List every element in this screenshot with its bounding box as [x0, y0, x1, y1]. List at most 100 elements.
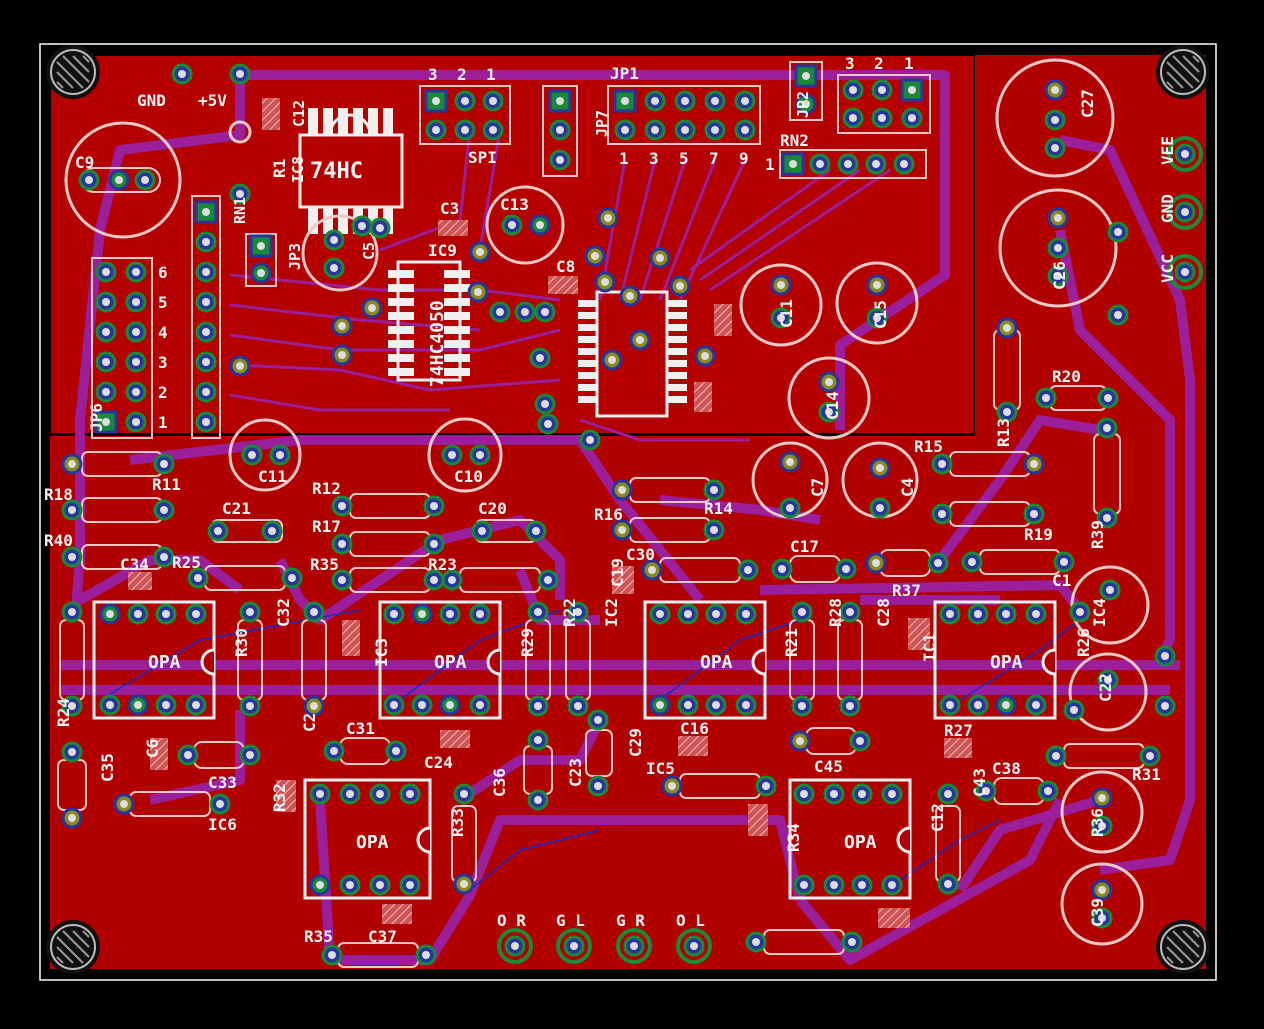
part-label-c19: C17 — [790, 537, 819, 556]
part-label-c35: C6 — [143, 739, 162, 758]
part-label-c9: C9 — [75, 153, 94, 172]
jp6-pin-5: 5 — [158, 293, 168, 312]
rn2-label: RN2 — [780, 131, 809, 150]
part-label-c26: C26 — [1050, 261, 1069, 290]
part-label-ic6: R33 — [448, 808, 467, 837]
spi-header[interactable] — [419, 85, 511, 145]
gnd-pad[interactable] — [171, 63, 193, 85]
jp6-pin-2: 2 — [158, 383, 168, 402]
part-label-c8: C8 — [556, 257, 575, 276]
part-label-r18: R18 — [44, 485, 73, 504]
part-label-c12: C12 — [290, 100, 308, 127]
part-label-c33: C24 — [424, 753, 453, 772]
opa-ic1 — [933, 600, 1057, 720]
opa-text-ic2: OPA — [700, 652, 733, 673]
opa-ic2 — [643, 600, 767, 720]
jp5-pin-2: 2 — [874, 54, 884, 73]
part-label-r1: R1 — [270, 159, 289, 178]
part-label-c5: C5 — [360, 242, 378, 260]
part-label-c18: R20 — [1052, 367, 1081, 386]
part-label-c16: C29 — [626, 728, 645, 757]
part-label-r31: IC6 — [208, 815, 237, 834]
part-label-r26: R24 — [54, 698, 73, 727]
jp7-header[interactable] — [542, 85, 578, 177]
mounting-hole-br — [1155, 919, 1211, 975]
mounting-hole-bl — [45, 919, 101, 975]
part-label-r30: C32 — [274, 598, 293, 627]
spi-pin-2: 2 — [457, 65, 467, 84]
part-label-c23: C45 — [814, 757, 843, 776]
part-label-c45: C22 — [1096, 673, 1115, 702]
part-label-r29: R22 — [560, 598, 579, 627]
jp6-label: JP6 — [87, 403, 106, 432]
part-label-c43: C39 — [1088, 898, 1107, 927]
jp2-header[interactable] — [789, 61, 823, 121]
part-label-ic5: C12 — [928, 803, 947, 832]
part-label-c38: R32 — [270, 783, 289, 812]
jp5-header[interactable] — [837, 74, 931, 134]
part-label-c32: IC3 — [372, 638, 391, 667]
spi-pin-1: 1 — [486, 65, 496, 84]
part-label-c24: C23 — [566, 758, 585, 787]
jp6-pin-3: 3 — [158, 353, 168, 372]
spi-pin-3: 3 — [428, 65, 438, 84]
part-label-c34: C34 — [120, 555, 149, 574]
vcc-label: VCC — [1158, 254, 1177, 283]
opa-ic6 — [303, 778, 432, 900]
jp1-header[interactable] — [607, 85, 761, 145]
jp2-label: JP2 — [794, 91, 812, 118]
jp1-label: JP1 — [610, 64, 639, 83]
part-label-r33: IC5 — [646, 759, 675, 778]
analog-components — [57, 317, 1176, 968]
signal-traces — [229, 129, 891, 442]
part-label-ic1: R26 — [1074, 628, 1093, 657]
part-label-r16: R16 — [594, 505, 623, 524]
jp5-pin-3: 3 — [845, 54, 855, 73]
part-label-c11-bottom: C11 — [258, 467, 287, 486]
rn1-network[interactable] — [191, 195, 221, 439]
out-ol-label: O L — [676, 911, 705, 930]
c12-smd — [262, 98, 280, 130]
part-label-c21: C21 — [222, 499, 251, 518]
opa-ic3 — [378, 600, 502, 720]
part-label-c27: C27 — [1078, 89, 1097, 118]
rn2-network[interactable] — [779, 149, 927, 179]
jp3-header[interactable] — [245, 233, 277, 287]
part-label-c10: C10 — [454, 467, 483, 486]
c3-smd — [438, 220, 468, 236]
gnd-right-label: GND — [1158, 194, 1177, 223]
ic9-chip: 74HC4050 — [388, 260, 470, 387]
part-label-r14: R14 — [704, 499, 733, 518]
out-gr-label: G R — [616, 911, 645, 930]
jp1-pin-7: 7 — [709, 149, 719, 168]
part-label-r21: R28 — [826, 598, 845, 627]
part-label-c13: C13 — [500, 195, 529, 214]
output-jacks[interactable] — [497, 928, 712, 964]
jp1-pin-9: 9 — [739, 149, 749, 168]
part-label-r19: R39 — [1088, 520, 1107, 549]
vcc-pad[interactable] — [229, 63, 251, 85]
ic9-text: 74HC4050 — [427, 300, 448, 387]
jp6-header[interactable] — [91, 257, 153, 439]
opa-text-ic6: OPA — [356, 832, 389, 853]
part-label-c20: C20 — [478, 499, 507, 518]
c8-smd — [548, 276, 578, 294]
rn1-label: RN1 — [231, 197, 249, 224]
rn2-pin-1: 1 — [765, 155, 775, 174]
opa-ic5 — [788, 778, 912, 900]
part-label-r15: R15 — [914, 437, 943, 456]
jp1-pin-1: 1 — [619, 149, 629, 168]
part-label-r22: IC2 — [602, 598, 621, 627]
jp6-pin-1: 1 — [158, 413, 168, 432]
part-label-r40: R40 — [44, 531, 73, 550]
power-connector[interactable] — [1167, 136, 1203, 290]
part-label-c30: C19 — [608, 558, 627, 587]
opa-text-ic1: OPA — [990, 652, 1023, 673]
part-label-r12: R12 — [312, 479, 341, 498]
part-label-c14: C14 — [823, 391, 842, 420]
part-label-c17: R37 — [892, 581, 921, 600]
part-label-c28: IC1 — [920, 633, 939, 662]
opa-text-ic3: OPA — [434, 652, 467, 673]
part-label-r28: C28 — [874, 598, 893, 627]
part-label-c39: C37 — [368, 927, 397, 946]
